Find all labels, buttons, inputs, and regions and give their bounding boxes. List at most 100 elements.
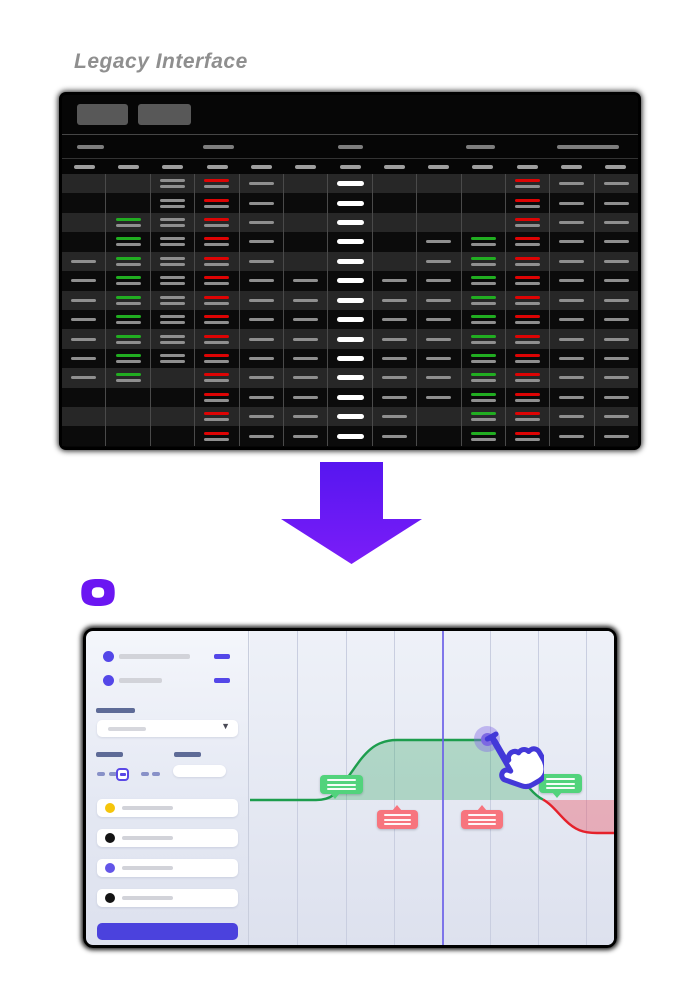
table-cell[interactable]	[460, 309, 505, 330]
table-cell[interactable]	[371, 309, 416, 330]
table-cell[interactable]	[504, 368, 549, 388]
table-cell[interactable]	[194, 271, 238, 291]
table-cell[interactable]	[62, 329, 105, 348]
column-header-11[interactable]	[505, 164, 549, 169]
table-cell[interactable]	[105, 232, 149, 252]
table-cell[interactable]	[549, 193, 593, 213]
table-cell[interactable]	[504, 348, 549, 369]
column-header-9[interactable]	[417, 164, 461, 169]
table-cell[interactable]	[105, 174, 149, 194]
table-cell[interactable]	[149, 407, 194, 427]
table-cell[interactable]	[194, 387, 238, 408]
table-cell[interactable]	[416, 232, 460, 252]
table-cell[interactable]	[504, 290, 549, 310]
value-input[interactable]	[173, 765, 226, 777]
slider-knob[interactable]	[116, 768, 129, 781]
table-cell[interactable]	[327, 368, 371, 388]
table-cell[interactable]	[282, 368, 327, 388]
table-cell[interactable]	[238, 407, 283, 427]
filter-dropdown[interactable]: ▼	[97, 720, 238, 737]
column-header-2[interactable]	[106, 164, 150, 169]
table-cell[interactable]	[549, 368, 593, 388]
table-cell[interactable]	[549, 174, 593, 194]
table-cell[interactable]	[504, 251, 549, 272]
table-cell[interactable]	[194, 174, 238, 194]
table-cell[interactable]	[549, 232, 593, 252]
table-cell[interactable]	[593, 174, 638, 194]
table-cell[interactable]	[105, 348, 149, 369]
table-cell[interactable]	[327, 426, 371, 446]
red-event-badge-2[interactable]	[377, 805, 418, 829]
table-cell[interactable]	[460, 251, 505, 272]
table-cell[interactable]	[593, 309, 638, 330]
table-cell[interactable]	[416, 309, 460, 330]
table-cell[interactable]	[460, 193, 505, 213]
table-cell[interactable]	[282, 329, 327, 349]
table-cell[interactable]	[194, 290, 238, 310]
table-cell[interactable]	[504, 426, 549, 446]
table-cell[interactable]	[593, 232, 638, 252]
table-cell[interactable]	[282, 271, 327, 291]
table-cell[interactable]	[149, 348, 194, 369]
table-cell[interactable]	[504, 232, 549, 252]
table-cell[interactable]	[460, 232, 505, 252]
table-cell[interactable]	[327, 193, 371, 213]
table-cell[interactable]	[194, 212, 238, 233]
table-cell[interactable]	[371, 348, 416, 369]
table-cell[interactable]	[238, 329, 283, 349]
column-header-7[interactable]	[328, 164, 372, 169]
table-cell[interactable]	[504, 271, 549, 291]
table-cell[interactable]	[238, 348, 283, 369]
table-cell[interactable]	[282, 212, 327, 233]
list-item-1[interactable]	[97, 799, 238, 817]
table-cell[interactable]	[327, 271, 371, 291]
table-cell[interactable]	[238, 193, 283, 213]
table-cell[interactable]	[327, 407, 371, 427]
table-cell[interactable]	[416, 329, 460, 349]
table-cell[interactable]	[593, 426, 638, 446]
toolbar-button-1[interactable]	[77, 104, 128, 125]
table-cell[interactable]	[549, 407, 593, 427]
table-cell[interactable]	[282, 309, 327, 330]
table-cell[interactable]	[149, 271, 194, 291]
table-cell[interactable]	[105, 251, 149, 272]
table-cell[interactable]	[327, 174, 371, 194]
table-cell[interactable]	[238, 426, 283, 446]
column-header-4[interactable]	[195, 164, 239, 169]
table-cell[interactable]	[238, 290, 283, 310]
table-cell[interactable]	[593, 251, 638, 272]
table-cell[interactable]	[282, 174, 327, 194]
table-cell[interactable]	[371, 407, 416, 427]
red-event-badge-3[interactable]	[461, 805, 503, 829]
table-cell[interactable]	[62, 213, 105, 232]
table-cell[interactable]	[593, 387, 638, 408]
table-cell[interactable]	[460, 271, 505, 291]
table-cell[interactable]	[327, 251, 371, 272]
table-cell[interactable]	[371, 174, 416, 194]
table-cell[interactable]	[593, 212, 638, 233]
table-cell[interactable]	[416, 387, 460, 408]
table-cell[interactable]	[327, 387, 371, 408]
table-cell[interactable]	[327, 212, 371, 233]
column-header-12[interactable]	[549, 164, 593, 169]
table-cell[interactable]	[549, 309, 593, 330]
table-cell[interactable]	[416, 193, 460, 213]
table-cell[interactable]	[593, 368, 638, 388]
table-cell[interactable]	[504, 212, 549, 233]
table-cell[interactable]	[62, 388, 105, 407]
table-cell[interactable]	[194, 368, 238, 388]
table-cell[interactable]	[238, 309, 283, 330]
table-cell[interactable]	[504, 193, 549, 213]
table-cell[interactable]	[282, 407, 327, 427]
table-cell[interactable]	[460, 329, 505, 349]
table-cell[interactable]	[62, 252, 105, 271]
table-cell[interactable]	[282, 251, 327, 272]
table-cell[interactable]	[62, 291, 105, 310]
table-cell[interactable]	[327, 329, 371, 349]
table-cell[interactable]	[371, 368, 416, 388]
table-cell[interactable]	[194, 426, 238, 446]
table-cell[interactable]	[149, 309, 194, 330]
table-cell[interactable]	[416, 271, 460, 291]
table-cell[interactable]	[238, 212, 283, 233]
table-cell[interactable]	[105, 407, 149, 427]
